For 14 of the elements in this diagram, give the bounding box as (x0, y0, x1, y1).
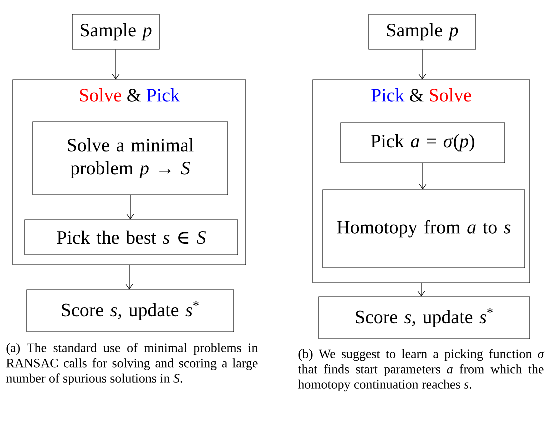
process-box: Solve a minimal problem p → S (32, 122, 228, 196)
arrow (126, 195, 134, 220)
arrow (418, 283, 426, 297)
arrow (112, 50, 120, 80)
process-box: Pick a = σ(p) (340, 122, 506, 164)
process-box: Score s, update s$^{*}$ (26, 290, 234, 332)
arrow (126, 265, 134, 290)
process-box: Pick the best s ∈ S (24, 220, 238, 256)
arrow (418, 50, 426, 80)
process-box: Sample p (72, 14, 160, 50)
process-box: Sample p (368, 14, 476, 50)
process-box: Homotopy from a to s (322, 190, 526, 268)
process-box: Score s, update s$^{*}$ (318, 296, 530, 340)
arrow (419, 163, 427, 190)
